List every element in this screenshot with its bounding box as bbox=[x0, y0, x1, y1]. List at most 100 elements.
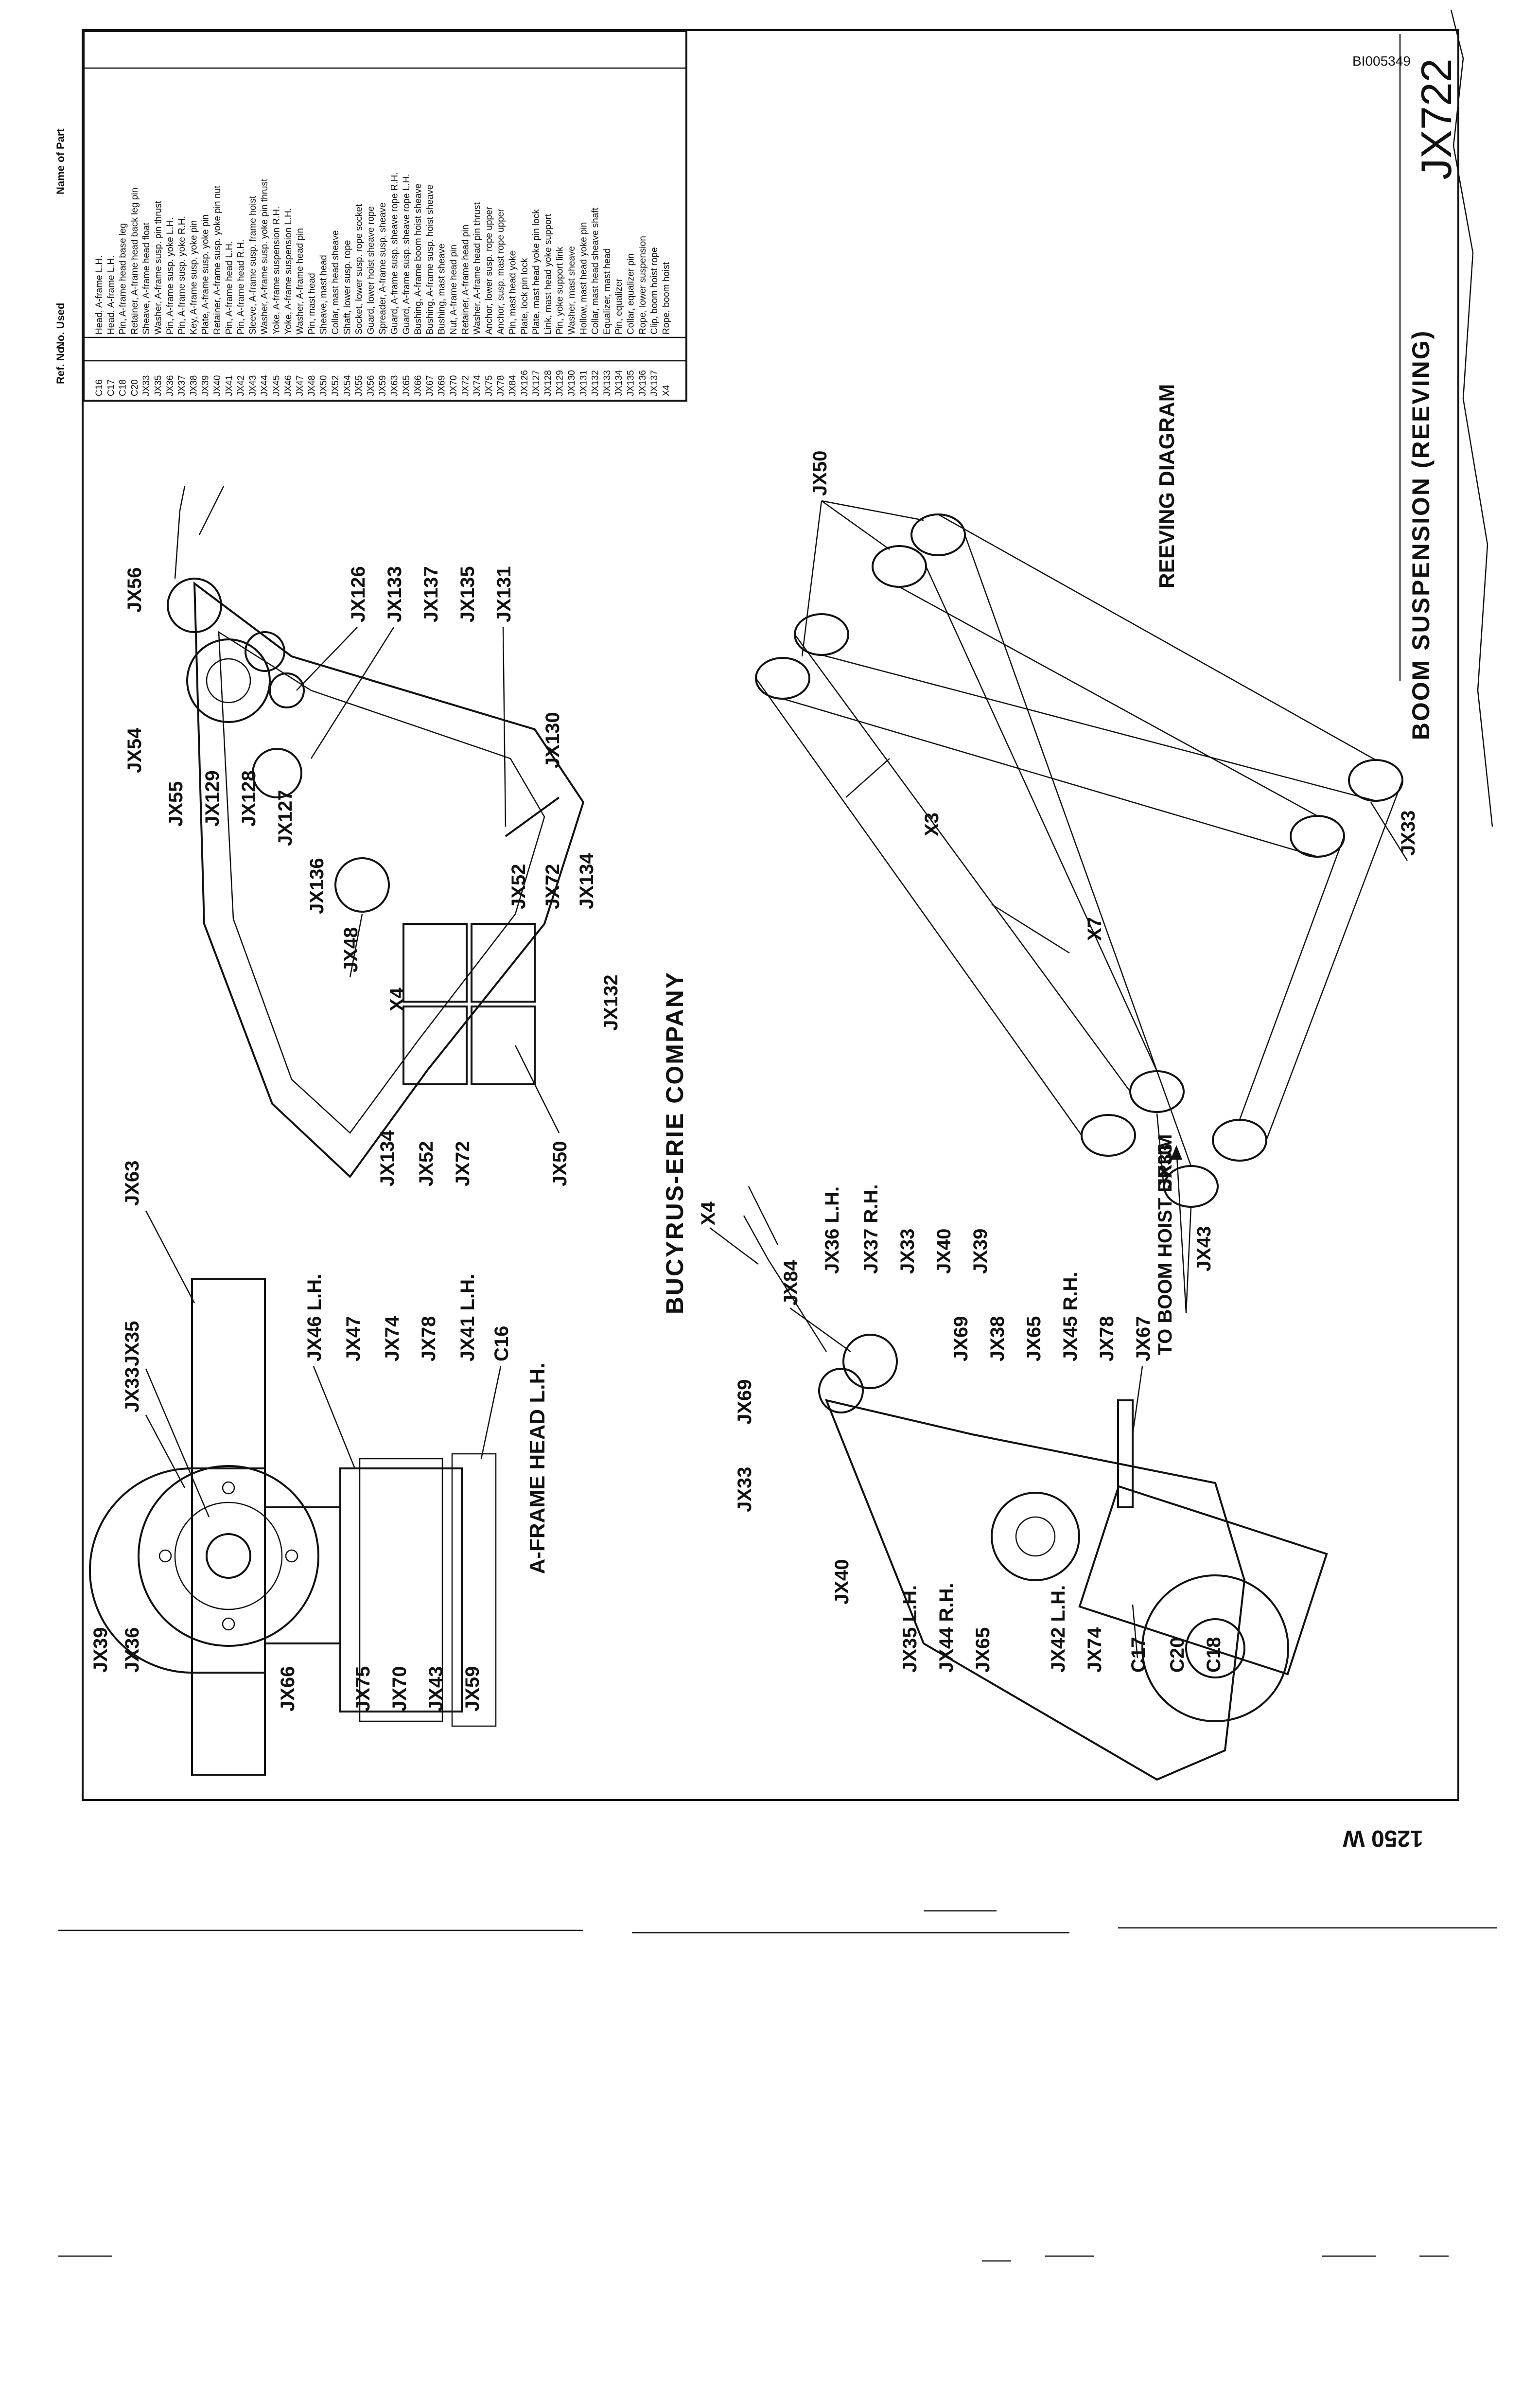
parts-table-ref-cell: JX33 bbox=[141, 375, 152, 396]
parts-table-ref-cell: JX50 bbox=[319, 375, 329, 396]
leader-jx33-a bbox=[145, 1414, 186, 1488]
mast-head-pin-1 bbox=[167, 578, 222, 633]
parts-table-name-cell: Pin, A-frame head L.H. bbox=[224, 241, 234, 335]
label-jx74-b: JX74 bbox=[1084, 1627, 1105, 1673]
parts-table-name-cell: Pin, A-frame head base leg bbox=[118, 223, 128, 335]
leader-c17 bbox=[1132, 1604, 1138, 1659]
parts-table-ref-cell: C16 bbox=[94, 379, 105, 396]
parts-table-name-cell: Guard, A-frame susp. sheave rope R.H. bbox=[390, 172, 400, 335]
parts-table-ref-cell: JX44 bbox=[260, 375, 270, 396]
label-jx59: JX59 bbox=[462, 1666, 483, 1712]
label-jx134-mid: JX134 bbox=[576, 853, 597, 909]
leader-jx50-reeving-1 bbox=[801, 500, 822, 657]
label-jx130: JX130 bbox=[542, 712, 563, 768]
label-c18: C18 bbox=[1203, 1637, 1225, 1673]
parts-table-ref-cell: JX135 bbox=[626, 370, 636, 396]
parts-table-ref-cell: JX132 bbox=[591, 370, 601, 396]
parts-table-name-cell: Link, mast head yoke support bbox=[543, 213, 553, 335]
label-jx69-l: JX69 bbox=[734, 1379, 755, 1425]
boom-foot-pin-outer bbox=[1141, 1574, 1289, 1722]
parts-table-name-cell: Guard, lower hoist sheave rope bbox=[366, 206, 376, 335]
a-frame-head-view bbox=[89, 1278, 497, 1776]
mast-head-frame bbox=[193, 581, 585, 1179]
reeving-lower-sheave-2 bbox=[1348, 759, 1403, 802]
a-frame-pin-housing bbox=[339, 1467, 463, 1712]
leader-jx133 bbox=[310, 627, 395, 759]
parts-table-name-cell: Head, A-frame L.H. bbox=[106, 255, 116, 335]
reeving-rope-3 bbox=[821, 654, 1376, 802]
parts-table-name-cell: Rope, boom hoist bbox=[661, 262, 671, 335]
doc-id: BI005349 bbox=[1352, 53, 1411, 69]
parts-table-name-cell: Pin, yoke support link bbox=[555, 247, 565, 335]
label-jx54: JX54 bbox=[124, 727, 145, 773]
parts-table-name-cell: Anchor, lower susp. rope upper bbox=[484, 206, 494, 335]
parts-table-name-cell: Yoke, A-frame suspension R.H. bbox=[272, 207, 282, 335]
parts-table-ref-cell: JX43 bbox=[248, 375, 258, 396]
parts-table-ref-cell: JX75 bbox=[484, 375, 494, 396]
parts-table-name-cell: Rope, lower suspension bbox=[638, 236, 648, 335]
label-jx84: JX84 bbox=[780, 1260, 802, 1306]
parts-table-ref-cell: C17 bbox=[106, 379, 116, 396]
parts-table-name-cell: Equalizer, mast head bbox=[602, 248, 612, 335]
parts-table-name-cell: Retainer, A-frame head pin bbox=[460, 225, 471, 335]
parts-table-name-cell: Washer, A-frame susp. pin thrust bbox=[154, 200, 164, 335]
leader-jx67 bbox=[1132, 1366, 1143, 1435]
parts-table-name-cell: Plate, lock pin lock bbox=[520, 258, 530, 335]
a-frame-sheave-bolt-1 bbox=[222, 1481, 235, 1495]
parts-table-ref-cell: JX74 bbox=[472, 375, 483, 396]
mast-head-pin-3 bbox=[269, 672, 305, 708]
parts-table-ref-cell: C18 bbox=[118, 379, 128, 396]
label-jx78-b: JX78 bbox=[1096, 1316, 1118, 1361]
parts-table-ref-cell: JX133 bbox=[602, 370, 612, 396]
reeving-rope-9 bbox=[964, 534, 1192, 1166]
label-jx50-top: JX50 bbox=[549, 1141, 571, 1186]
sheet-border bbox=[82, 29, 1459, 1801]
parts-table-ref-cell: JX134 bbox=[614, 370, 624, 396]
leader-jx35-a bbox=[145, 1368, 210, 1518]
boom-foot-pin-inner bbox=[1185, 1618, 1245, 1678]
label-jx47: JX47 bbox=[343, 1316, 364, 1361]
a-frame-sheave-mid bbox=[174, 1501, 283, 1610]
label-jx66: JX66 bbox=[277, 1666, 298, 1712]
label-jx36-b: JX36 L.H. bbox=[822, 1186, 843, 1274]
parts-table-ref-cell: C20 bbox=[130, 379, 140, 396]
drawing-number: JX722 bbox=[1412, 58, 1460, 180]
parts-table-name-cell: Plate, A-frame susp. yoke pin bbox=[201, 214, 211, 335]
reeving-left-sheave-2 bbox=[1129, 1070, 1185, 1113]
leader-jx33-reeving-r bbox=[1370, 802, 1408, 861]
parts-table-name-cell: Hollow, mast head yoke pin bbox=[578, 222, 589, 335]
reeving-rope-1 bbox=[938, 513, 1376, 761]
parts-table-ref-cell: JX129 bbox=[555, 370, 565, 396]
leader-jx63 bbox=[145, 1210, 195, 1304]
leader-jx126 bbox=[296, 627, 358, 691]
parts-table-border bbox=[83, 30, 687, 402]
label-jx40-c: JX40 bbox=[831, 1559, 853, 1605]
mast-head-inner-frame bbox=[218, 631, 545, 1134]
leader-jx50-top bbox=[514, 1045, 560, 1133]
leader-jx131 bbox=[502, 627, 507, 827]
parts-table-name-cell: Pin, equalizer bbox=[614, 278, 624, 335]
parts-table-name-cell: Washer, A-frame head pin thrust bbox=[472, 202, 483, 335]
parts-table-name-cell: Pin, mast head bbox=[307, 273, 317, 335]
parts-table-name-cell: Plate, mast head yoke pin lock bbox=[531, 209, 542, 335]
leader-jx50-reeving-3 bbox=[821, 500, 924, 521]
parts-table-name-cell: Bushing, A-frame susp. hoist sheave bbox=[425, 185, 435, 335]
parts-table-name-cell: Collar, mast head sheave bbox=[331, 230, 341, 335]
parts-table-ref-cell: JX137 bbox=[649, 370, 660, 396]
parts-table-name-cell: Sheave, mast head bbox=[319, 255, 329, 335]
mast-head-rope-1 bbox=[174, 486, 186, 579]
label-jx70: JX70 bbox=[389, 1666, 410, 1712]
mast-head-labels: JX56 JX54 JX55 JX129 JX128 JX127 JX136 J… bbox=[124, 566, 622, 1186]
a-frame-sheave-guard bbox=[89, 1467, 266, 1674]
label-jx37: JX37 R.H. bbox=[860, 1184, 882, 1274]
label-x7: X7 bbox=[1084, 917, 1105, 941]
parts-table-header-cell: Name of Part bbox=[54, 128, 67, 194]
reeving-upper-sheave-1 bbox=[755, 657, 810, 700]
label-jx128: JX128 bbox=[238, 770, 260, 827]
parts-table-name-cell: Pin, A-frame susp. yoke R.H. bbox=[177, 216, 187, 335]
reeving-diagram bbox=[755, 513, 1403, 1313]
parts-table-ref-cell: JX54 bbox=[342, 375, 352, 396]
